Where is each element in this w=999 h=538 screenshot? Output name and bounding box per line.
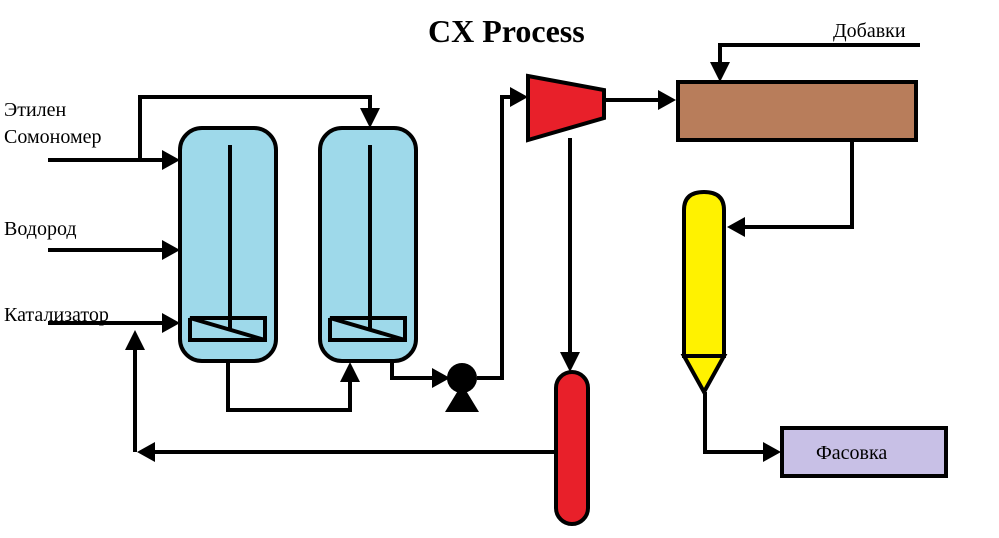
diagram-title: CX Process: [428, 13, 585, 49]
label-catalyst: Катализатор: [4, 304, 109, 326]
reactor-transfer-line: [226, 362, 352, 412]
reactor-1-agitator-blade: [188, 316, 267, 342]
arrow-to-separator: [510, 87, 528, 107]
arrow-recycle-riser: [125, 330, 145, 350]
pump-base: [445, 384, 479, 412]
arrow-reactor-transfer: [340, 362, 360, 382]
extruder-to-silo-line: [745, 142, 854, 229]
label-packaging: Фасовка: [816, 442, 887, 464]
pump: [445, 363, 479, 412]
feed-reactor2-line: [138, 95, 372, 160]
arrow-ethylene: [162, 150, 180, 170]
arrowheads: [125, 62, 781, 462]
arrow-recycle: [137, 442, 155, 462]
arrow-to-packaging: [763, 442, 781, 462]
arrow-to-pump: [432, 368, 450, 388]
arrow-to-extruder: [658, 90, 676, 110]
reactor-1: [178, 126, 278, 363]
label-hydrogen: Водород: [4, 218, 77, 240]
label-ethylene: Этилен: [4, 99, 67, 121]
arrow-additives: [710, 62, 730, 82]
arrow-to-silo: [727, 217, 745, 237]
silo-body: [682, 189, 726, 358]
flash-vessel: [554, 370, 590, 526]
arrow-reactor2-feed: [360, 108, 380, 128]
arrow-catalyst: [162, 313, 180, 333]
silo-cone: [680, 354, 728, 397]
pipes: [48, 43, 920, 454]
arrow-hydrogen: [162, 240, 180, 260]
silo-to-packaging-line: [703, 392, 765, 454]
compressor-unit: [526, 73, 606, 143]
reactor-2: [318, 126, 418, 363]
product-silo: [680, 189, 728, 397]
packaging-box: [780, 426, 948, 478]
additives-line: [718, 43, 920, 64]
reactor-to-pump-line: [390, 362, 440, 380]
extruder-unit: [676, 80, 918, 142]
arrow-to-vessel: [560, 352, 580, 372]
label-additives: Добавки: [833, 20, 906, 42]
label-comonomer: Сомономер: [4, 126, 101, 148]
pump-body: [447, 363, 477, 393]
pump-to-separator-line: [477, 95, 512, 380]
reactor-2-agitator-blade: [328, 316, 407, 342]
